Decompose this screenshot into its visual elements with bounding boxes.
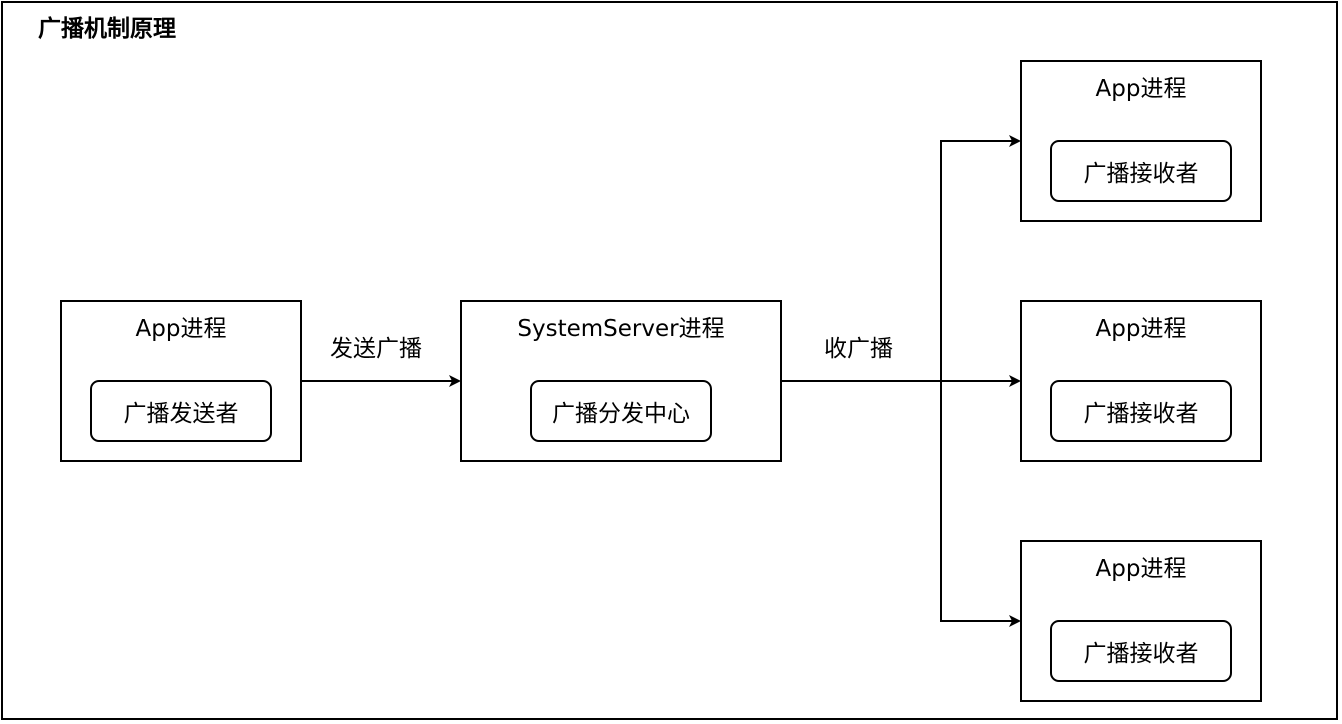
- sender-process-box: App进程 广播发送者: [60, 300, 302, 462]
- receiver-process-box-middle: App进程 广播接收者: [1020, 300, 1262, 462]
- server-component-box: 广播分发中心: [530, 380, 712, 442]
- send-edge-label: 发送广播: [330, 336, 422, 362]
- receiver-arrow-top: [940, 135, 1021, 381]
- receiver-component-box-middle: 广播接收者: [1050, 380, 1232, 442]
- receiver-arrow-bottom: [940, 381, 1021, 627]
- receiver-process-label-middle: App进程: [1095, 316, 1187, 342]
- sender-process-label: App进程: [135, 316, 227, 342]
- receiver-component-box-top: 广播接收者: [1050, 140, 1232, 202]
- receiver-process-label-top: App进程: [1095, 76, 1187, 102]
- server-process-label: SystemServer进程: [517, 316, 725, 342]
- sender-component-box: 广播发送者: [90, 380, 272, 442]
- receive-edge-label: 收广播: [824, 336, 893, 362]
- receiver-process-box-top: App进程 广播接收者: [1020, 60, 1262, 222]
- server-process-box: SystemServer进程 广播分发中心: [460, 300, 782, 462]
- receiver-process-label-bottom: App进程: [1095, 556, 1187, 582]
- diagram-title: 广播机制原理: [38, 16, 176, 42]
- receiver-process-box-bottom: App进程 广播接收者: [1020, 540, 1262, 702]
- receiver-component-box-bottom: 广播接收者: [1050, 620, 1232, 682]
